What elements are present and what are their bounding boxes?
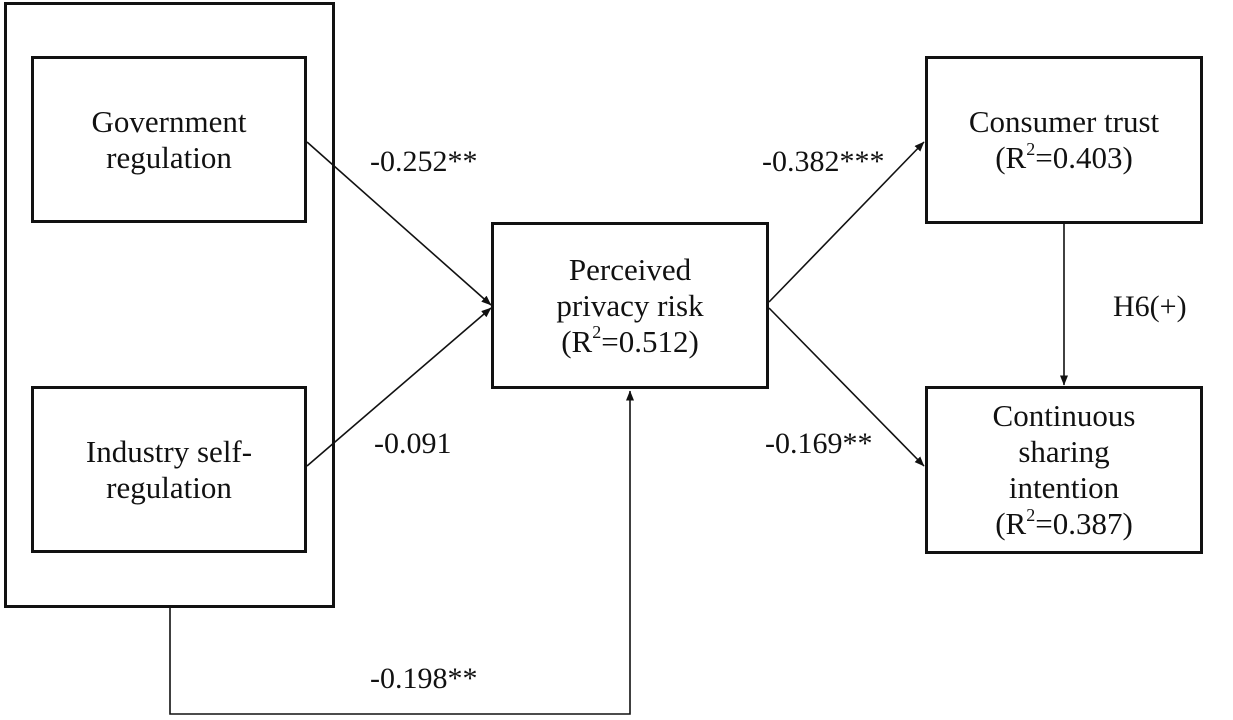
- intention-line-3: intention: [1008, 470, 1120, 505]
- coefficient-industry-to-risk: -0.091: [374, 427, 452, 460]
- government-line-2: regulation: [106, 139, 232, 175]
- perceived-privacy-risk-label: Perceived privacy risk (R2=0.512): [556, 252, 703, 360]
- trust-r2-sup: 2: [1026, 138, 1036, 159]
- coefficient-risk-to-trust: -0.382***: [762, 145, 885, 178]
- trust-line-1: Consumer trust: [968, 104, 1160, 139]
- risk-line-2: privacy risk: [556, 287, 704, 323]
- intention-line-1: Continuous: [992, 398, 1136, 433]
- node-industry-self-regulation: Industry self- regulation: [31, 386, 307, 553]
- risk-r2: (R2=0.512): [556, 322, 703, 360]
- node-government-regulation: Government regulation: [31, 56, 307, 223]
- intention-r2: (R2=0.387): [993, 506, 1136, 542]
- government-regulation-label: Government regulation: [92, 104, 247, 176]
- consumer-trust-label: Consumer trust (R2=0.403): [969, 104, 1159, 176]
- risk-r2-sup: 2: [592, 322, 602, 343]
- risk-r2-suffix: =0.512): [601, 323, 699, 359]
- trust-r2-prefix: (R: [995, 140, 1027, 175]
- coefficient-government-to-risk: -0.252**: [370, 145, 478, 178]
- intention-line-2: sharing: [1018, 434, 1110, 469]
- continuous-sharing-intention-label: Continuous sharing intention (R2=0.387): [993, 398, 1136, 542]
- coefficient-group-to-risk: -0.198**: [370, 662, 478, 695]
- node-continuous-sharing-intention: Continuous sharing intention (R2=0.387): [925, 386, 1203, 554]
- coefficient-risk-to-intention: -0.169**: [765, 427, 873, 460]
- risk-r2-prefix: (R: [561, 323, 593, 359]
- industry-self-regulation-label: Industry self- regulation: [86, 434, 252, 506]
- hypothesis-trust-to-intention: H6(+): [1113, 290, 1187, 323]
- arrow-government-to-risk: [306, 141, 492, 306]
- node-perceived-privacy-risk: Perceived privacy risk (R2=0.512): [491, 222, 769, 389]
- arrow-risk-to-intention: [768, 307, 925, 467]
- regulation-group-box: [4, 2, 335, 608]
- trust-r2: (R2=0.403): [969, 140, 1159, 176]
- intention-r2-prefix: (R: [995, 506, 1027, 541]
- intention-r2-suffix: =0.387): [1035, 506, 1133, 541]
- arrow-group-to-risk: [169, 390, 634, 715]
- trust-r2-suffix: =0.403): [1035, 140, 1133, 175]
- node-consumer-trust: Consumer trust (R2=0.403): [925, 56, 1203, 224]
- industry-line-1: Industry self-: [85, 433, 253, 469]
- intention-r2-sup: 2: [1026, 504, 1036, 525]
- industry-line-2: regulation: [106, 469, 232, 505]
- government-line-1: Government: [91, 103, 247, 139]
- arrow-industry-to-risk: [306, 307, 492, 467]
- arrow-risk-to-trust: [768, 141, 925, 303]
- risk-line-1: Perceived: [568, 251, 692, 287]
